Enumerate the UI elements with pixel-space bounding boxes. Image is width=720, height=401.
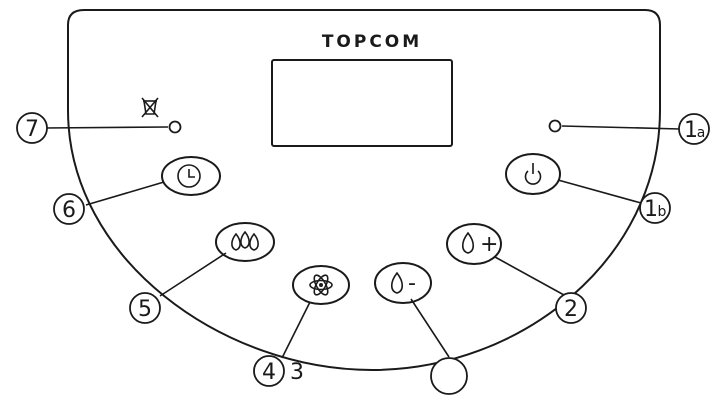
svg-text:2: 2 (564, 297, 578, 322)
power-led (548, 119, 562, 133)
svg-text:a: a (697, 125, 706, 141)
clock-icon (177, 164, 201, 188)
tank-full-led (168, 120, 182, 134)
panel-outline (67, 9, 661, 372)
svg-text:1: 1 (684, 118, 698, 143)
svg-text:7: 7 (25, 117, 39, 142)
water-drop-minus-icon: - (390, 271, 416, 296)
water-drops-icon (231, 230, 259, 251)
ion-button[interactable] (292, 265, 350, 305)
atom-icon (309, 274, 333, 296)
callout-3: 3 (290, 360, 304, 385)
humidity-down-button[interactable]: - (374, 262, 432, 304)
power-icon (524, 163, 542, 185)
svg-text:-: - (408, 271, 416, 296)
timer-button[interactable] (161, 156, 221, 196)
brand-logo: TOPCOM (322, 32, 422, 52)
callout-5: 5 (129, 292, 161, 324)
callout-6: 6 (53, 193, 85, 225)
svg-text:1: 1 (644, 197, 658, 222)
water-drop-plus-icon: + (461, 231, 498, 257)
callout-2: 2 (555, 292, 587, 324)
power-button[interactable] (505, 153, 561, 195)
callout-1a: 1 a (678, 113, 710, 145)
leader-lines (43, 125, 681, 359)
callout-blank (430, 357, 468, 395)
callout-4: 4 (253, 355, 285, 387)
svg-text:4: 4 (262, 360, 276, 385)
humidity-up-button[interactable]: + (446, 223, 502, 265)
svg-text:5: 5 (138, 297, 152, 322)
mode-button[interactable] (215, 222, 275, 262)
callout-7: 7 (16, 112, 48, 144)
water-tank-crossed-icon (141, 97, 159, 118)
lcd-display (271, 59, 453, 147)
callout-1b: 1 b (639, 192, 671, 224)
svg-text:6: 6 (62, 198, 76, 223)
svg-text:+: + (480, 232, 498, 257)
svg-text:b: b (658, 204, 667, 220)
